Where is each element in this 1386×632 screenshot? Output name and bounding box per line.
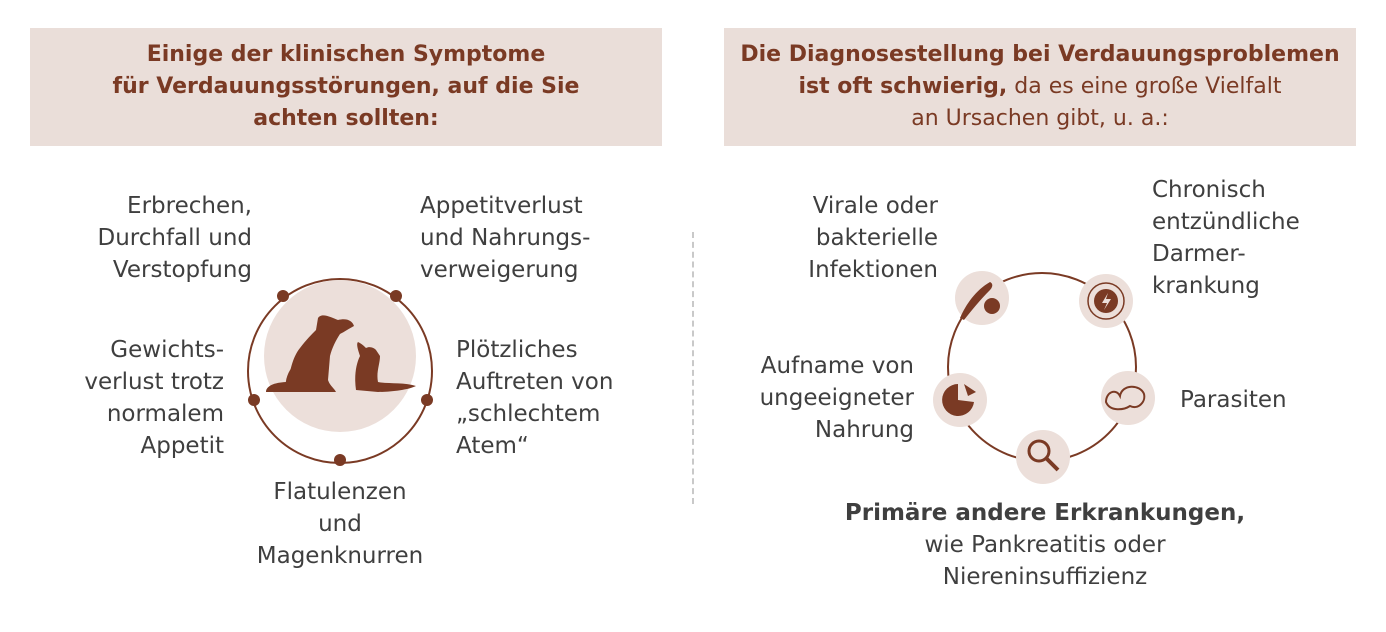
diagnosis-header-line-1: Die Diagnosestellung bei Verdauungsprobl… (740, 42, 1340, 67)
cause-other-diseases-line: wie Pankreatitis oder (924, 532, 1166, 558)
symptom-flatulence-line: und (318, 511, 362, 537)
symptoms-header: Einige der klinischen Symptome für Verda… (30, 28, 662, 146)
symptom-vomiting-line: Durchfall und (97, 225, 253, 251)
symptom-vomiting: Erbrechen, Durchfall und Verstopfung (64, 190, 253, 286)
symptom-bad-breath-line: Atem“ (456, 433, 529, 459)
cause-infections-line: Infektionen (808, 257, 938, 283)
symptom-bad-breath-line: Plötzliches (456, 337, 578, 363)
symptom-ring (247, 278, 433, 466)
dog-and-cat-icon (266, 315, 416, 392)
cause-infections-line: bakterielle (815, 225, 938, 251)
food-icon (933, 373, 987, 427)
cause-other-diseases-line: Niereninsuffizienz (942, 564, 1148, 590)
symptom-bad-breath: Plötzliches Auftreten von „schlechtem At… (456, 334, 656, 462)
symptom-weight-loss-line: normalem (106, 401, 224, 427)
symptom-bad-breath-line: „schlechtem (456, 401, 601, 427)
cause-ibd-line: entzündliche (1152, 209, 1300, 235)
cause-other-diseases: Primäre andere Erkrankungen, wie Pankrea… (830, 497, 1260, 593)
ring-dot (277, 290, 289, 302)
ring-dot (421, 394, 433, 406)
cause-food-line: Nahrung (814, 417, 914, 443)
cause-food-line: ungeeigneter (759, 385, 914, 411)
cause-infections-line: Virale oder (812, 193, 938, 219)
cause-parasites: Parasiten (1180, 384, 1340, 416)
cause-ibd-line: Chronisch (1152, 177, 1266, 203)
ring-dot (334, 454, 346, 466)
symptom-vomiting-line: Erbrechen, (127, 193, 252, 219)
ring-dot (390, 290, 402, 302)
symptoms-header-line-1: Einige der klinischen Symptome (146, 42, 546, 67)
symptom-weight-loss-line: Appetit (140, 433, 224, 459)
symptom-weight-loss-line: Gewichts- (110, 337, 224, 363)
magnifier-icon (1016, 430, 1070, 484)
cause-parasites-line: Parasiten (1180, 387, 1287, 413)
symptom-bad-breath-line: Auftreten von (456, 369, 614, 395)
cause-food-line: Aufname von (760, 353, 914, 379)
diagnosis-header: Die Diagnosestellung bei Verdauungsprobl… (724, 28, 1356, 146)
cause-food: Aufname von ungeeigneter Nahrung (728, 350, 914, 446)
diagnosis-header-line-3: an Ursachen gibt, u. a.: (911, 106, 1169, 131)
bacteria-icon (955, 271, 1009, 325)
cause-ibd-line: krankung (1152, 273, 1260, 299)
symptom-flatulence-line: Magenknurren (256, 543, 424, 569)
panel-divider (692, 232, 694, 504)
symptom-appetite-loss: Appetitverlust und Nahrungs- verweigerun… (420, 190, 630, 286)
symptoms-header-line-2: für Verdauungsstörungen, auf die Sie (112, 74, 580, 99)
diagnosis-header-line-2-normal: da es eine große Vielfalt (1007, 74, 1282, 99)
ring-dot (248, 394, 260, 406)
inflammation-icon (1079, 274, 1133, 328)
symptom-flatulence: Flatulenzen und Magenknurren (240, 476, 440, 572)
cause-other-diseases-title: Primäre andere Erkrankungen, (844, 500, 1246, 526)
diagnosis-header-line-2: ist oft schwierig, da es eine große Viel… (740, 71, 1339, 103)
cause-infections: Virale oder bakterielle Infektionen (760, 190, 938, 286)
symptom-appetite-loss-line: und Nahrungs- (420, 225, 591, 251)
symptom-appetite-loss-line: verweigerung (420, 257, 579, 283)
symptom-vomiting-line: Verstopfung (112, 257, 252, 283)
diagnosis-header-line-2-bold: ist oft schwierig, (798, 74, 1008, 99)
symptom-weight-loss: Gewichts- verlust trotz normalem Appetit (44, 334, 224, 462)
cause-ibd: Chronisch entzündliche Darmer- krankung (1152, 174, 1352, 302)
symptom-weight-loss-line: verlust trotz (84, 369, 224, 395)
symptom-appetite-loss-line: Appetitverlust (420, 193, 583, 219)
symptoms-header-line-3: achten sollten: (253, 106, 439, 131)
cause-ibd-line: Darmer- (1152, 241, 1246, 267)
parasite-icon (1101, 371, 1155, 425)
symptom-flatulence-line: Flatulenzen (273, 479, 407, 505)
